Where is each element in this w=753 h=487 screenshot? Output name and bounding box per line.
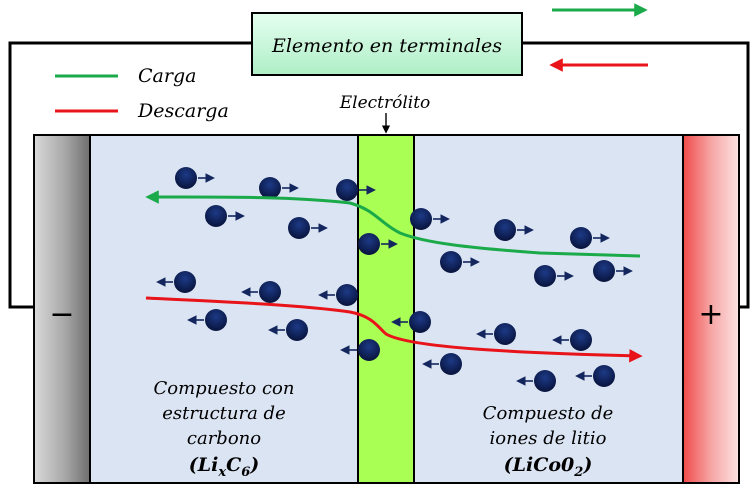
lithium-ion (440, 353, 462, 375)
cathode-formula-base: LiCo0 (512, 454, 575, 476)
terminal-box-label: Elemento en terminales (271, 35, 502, 57)
lithium-ion (358, 339, 380, 361)
lithium-ion (570, 227, 592, 249)
electrolyte-layer (357, 134, 415, 484)
anode-description-line-2: estructura de (162, 403, 285, 424)
anode-description-line-1: Compuesto con (154, 378, 295, 399)
lithium-ion (205, 309, 227, 331)
lithium-ion (440, 251, 462, 273)
lithium-ion (534, 265, 556, 287)
lithium-ion (570, 329, 592, 351)
negative-terminal-symbol: − (49, 297, 74, 332)
legend-discharge-label: Descarga (137, 100, 229, 122)
lithium-ion (336, 179, 358, 201)
lithium-ion (409, 311, 431, 333)
negative-electrode (33, 134, 91, 484)
lithium-ion (593, 365, 615, 387)
anode-formula-sub-x: x (217, 465, 226, 480)
terminal-box (251, 12, 523, 76)
anode-description-line-3: carbono (187, 428, 261, 449)
lithium-ion (205, 205, 227, 227)
cathode-formula: (LiCo02) (504, 454, 593, 480)
charge-current-path (145, 190, 641, 258)
lithium-ion (259, 177, 281, 199)
lithium-ion (534, 370, 556, 392)
anode-formula: (LixC6) (189, 454, 260, 480)
legend-charge-label: Carga (138, 65, 196, 87)
cathode-formula-sub-2: 2 (573, 465, 583, 480)
anode-formula-sub-6: 6 (241, 465, 250, 480)
lithium-ion (288, 217, 310, 239)
lithium-ion (174, 271, 196, 293)
lithium-ion (175, 167, 197, 189)
electrolyte-label: Electrólito (339, 93, 431, 113)
lithium-ion (494, 323, 516, 345)
cathode-description-line-1: Compuesto de (483, 403, 614, 424)
positive-electrode (682, 134, 740, 484)
positive-terminal-symbol: + (698, 297, 723, 332)
lithium-ion (410, 208, 432, 230)
cathode-description-line-2: iones de litio (489, 428, 606, 449)
lithium-ion (259, 281, 281, 303)
lithium-ions (156, 167, 633, 392)
lithium-ion (336, 284, 358, 306)
anode-formula-c: C (226, 454, 241, 476)
lithium-ion (494, 219, 516, 241)
discharge-current-path (145, 296, 643, 363)
cathode-region (413, 134, 684, 484)
lithium-ion (286, 319, 308, 341)
lithium-ion (593, 260, 615, 282)
anode-formula-li: Li (197, 454, 219, 476)
lithium-ion (358, 233, 380, 255)
